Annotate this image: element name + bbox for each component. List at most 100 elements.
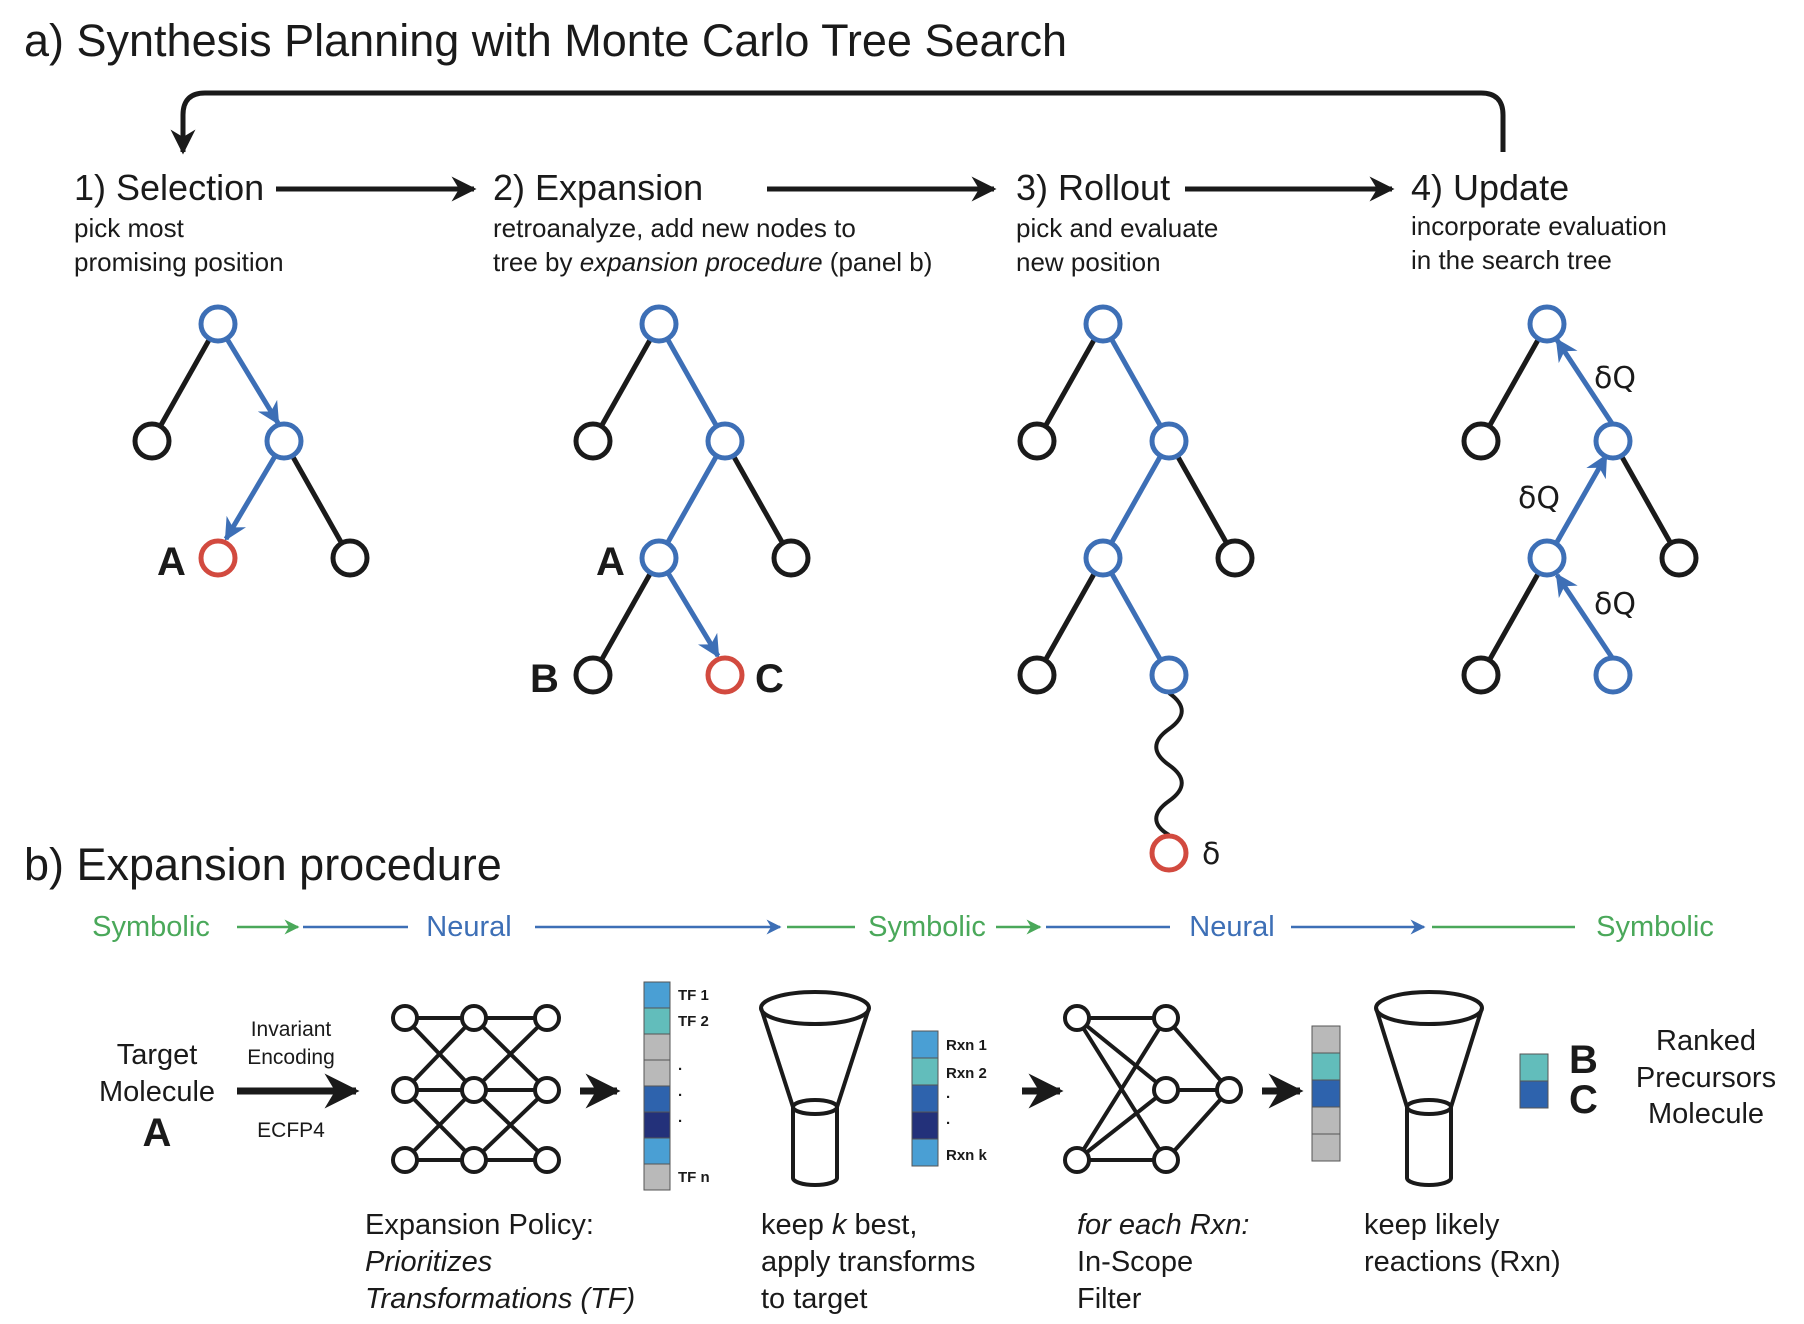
tree-node — [771, 538, 811, 578]
ranked-label-line3: Molecule — [1648, 1098, 1764, 1130]
tree-node-selected — [198, 538, 238, 578]
tree-node — [1461, 421, 1501, 461]
tf-label-dot: . — [678, 1057, 682, 1074]
tf-vector: TF 1 TF 2 . . . TF n — [643, 981, 710, 1191]
step-title: 1) Selection — [74, 167, 264, 208]
filtered-vector — [1311, 1025, 1341, 1162]
node-label-c: C — [755, 657, 784, 701]
caption-line: to target — [761, 1283, 867, 1315]
vector-cell — [1519, 1053, 1549, 1082]
delta-q-label: δQ — [1518, 481, 1560, 516]
caption-keep-k-best: keep k best, apply transforms to target — [761, 1209, 975, 1315]
target-molecule: Target Molecule A — [99, 1039, 215, 1155]
rxn-label-first: Rxn 1 — [946, 1037, 987, 1054]
ranked-result: B C Ranked Precursors Molecule — [1519, 1025, 1776, 1130]
caption-line: for each Rxn: — [1077, 1209, 1249, 1241]
vector-cell — [643, 1007, 671, 1035]
tree-node — [1149, 421, 1189, 461]
vector-cell — [911, 1057, 939, 1086]
network-node — [1063, 1004, 1091, 1032]
encoding-label-line2: Encoding — [247, 1046, 335, 1069]
tree-rollout: δ — [1017, 304, 1255, 873]
network-node — [460, 1146, 488, 1174]
tf-label-second: TF 2 — [678, 1013, 709, 1030]
tf-label-first: TF 1 — [678, 987, 709, 1004]
vector-cell — [911, 1084, 939, 1113]
network-node — [533, 1146, 561, 1174]
caption-keep-likely: keep likely reactions (Rxn) — [1364, 1209, 1561, 1278]
tree-node — [1149, 655, 1189, 695]
tree-selection: A — [132, 304, 370, 584]
delta-label: δ — [1202, 837, 1220, 872]
tree-node — [1083, 538, 1123, 578]
encoding-label-line1: Invariant — [251, 1018, 332, 1041]
rxn-label-dot: . — [946, 1085, 950, 1102]
step-update: 4) Update incorporate evaluation in the … — [1411, 167, 1667, 275]
step-desc-line1: pick and evaluate — [1016, 213, 1218, 243]
caption-line: keep likely — [1364, 1209, 1500, 1241]
tree-node — [573, 421, 613, 461]
expansion-policy-network — [391, 1004, 561, 1174]
caption-line: Expansion Policy: — [365, 1209, 594, 1241]
caption-line: reactions (Rxn) — [1364, 1246, 1561, 1278]
rollout-squiggle — [1154, 691, 1184, 837]
step-desc-line2: promising position — [74, 247, 284, 277]
step-selection: 1) Selection pick most promising positio… — [74, 167, 284, 277]
flow-label-symbolic: Symbolic — [868, 911, 986, 943]
step-desc-line2: tree by expansion procedure (panel b) — [493, 247, 932, 277]
rxn-vector: Rxn 1 Rxn 2 . . Rxn k — [911, 1030, 988, 1167]
caption-line: Filter — [1077, 1283, 1142, 1315]
ecfp-label: ECFP4 — [257, 1119, 325, 1142]
tree-node — [639, 304, 679, 344]
network-node — [391, 1004, 419, 1032]
tf-label-dot: . — [678, 1109, 682, 1126]
vector-cell — [643, 1163, 671, 1191]
tree-node — [1083, 304, 1123, 344]
vector-cell — [911, 1030, 939, 1059]
delta-q-label: δQ — [1594, 587, 1636, 622]
tree-node — [1659, 538, 1699, 578]
vector-cell — [911, 1138, 939, 1167]
tf-label-last: TF n — [678, 1169, 710, 1186]
vector-cell — [1311, 1025, 1341, 1054]
funnel-icon — [759, 990, 871, 1187]
target-label-line2: Molecule — [99, 1076, 215, 1108]
loop-back-arrow — [170, 90, 1506, 155]
tree-node — [1527, 538, 1567, 578]
tree-update: δQ δQ δQ — [1461, 304, 1699, 695]
tree-node — [705, 421, 745, 461]
flow-label-symbolic: Symbolic — [1596, 911, 1714, 943]
vector-cell — [1311, 1106, 1341, 1135]
tree-node — [1017, 655, 1057, 695]
tree-node — [639, 538, 679, 578]
tree-expansion: A B C — [530, 304, 811, 701]
caption-line: In-Scope — [1077, 1246, 1193, 1278]
panel-a-title: a) Synthesis Planning with Monte Carlo T… — [24, 15, 1067, 66]
tree-node — [330, 538, 370, 578]
network-node — [460, 1076, 488, 1104]
network-node — [1152, 1076, 1180, 1104]
step-desc-line2: in the search tree — [1411, 245, 1612, 275]
tree-node — [1593, 421, 1633, 461]
step-desc-line1: pick most — [74, 213, 185, 243]
tree-node — [1593, 655, 1633, 695]
node-label-a: A — [596, 540, 625, 584]
flow-label-symbolic: Symbolic — [92, 911, 210, 943]
result-label-b: B — [1569, 1038, 1598, 1082]
node-label-b: B — [530, 657, 559, 701]
vector-cell — [643, 1059, 671, 1087]
vector-cell — [1519, 1080, 1549, 1109]
delta-q-label: δQ — [1594, 361, 1636, 396]
flow-label-neural: Neural — [1189, 911, 1274, 943]
network-node — [391, 1076, 419, 1104]
network-node — [391, 1146, 419, 1174]
ranked-label-line2: Precursors — [1636, 1062, 1776, 1094]
network-node — [533, 1076, 561, 1104]
vector-cell — [1311, 1079, 1341, 1108]
vector-cell — [1311, 1052, 1341, 1081]
network-node — [1063, 1146, 1091, 1174]
network-node — [1152, 1146, 1180, 1174]
caption-line: apply transforms — [761, 1246, 975, 1278]
ranked-label-line1: Ranked — [1656, 1025, 1756, 1057]
